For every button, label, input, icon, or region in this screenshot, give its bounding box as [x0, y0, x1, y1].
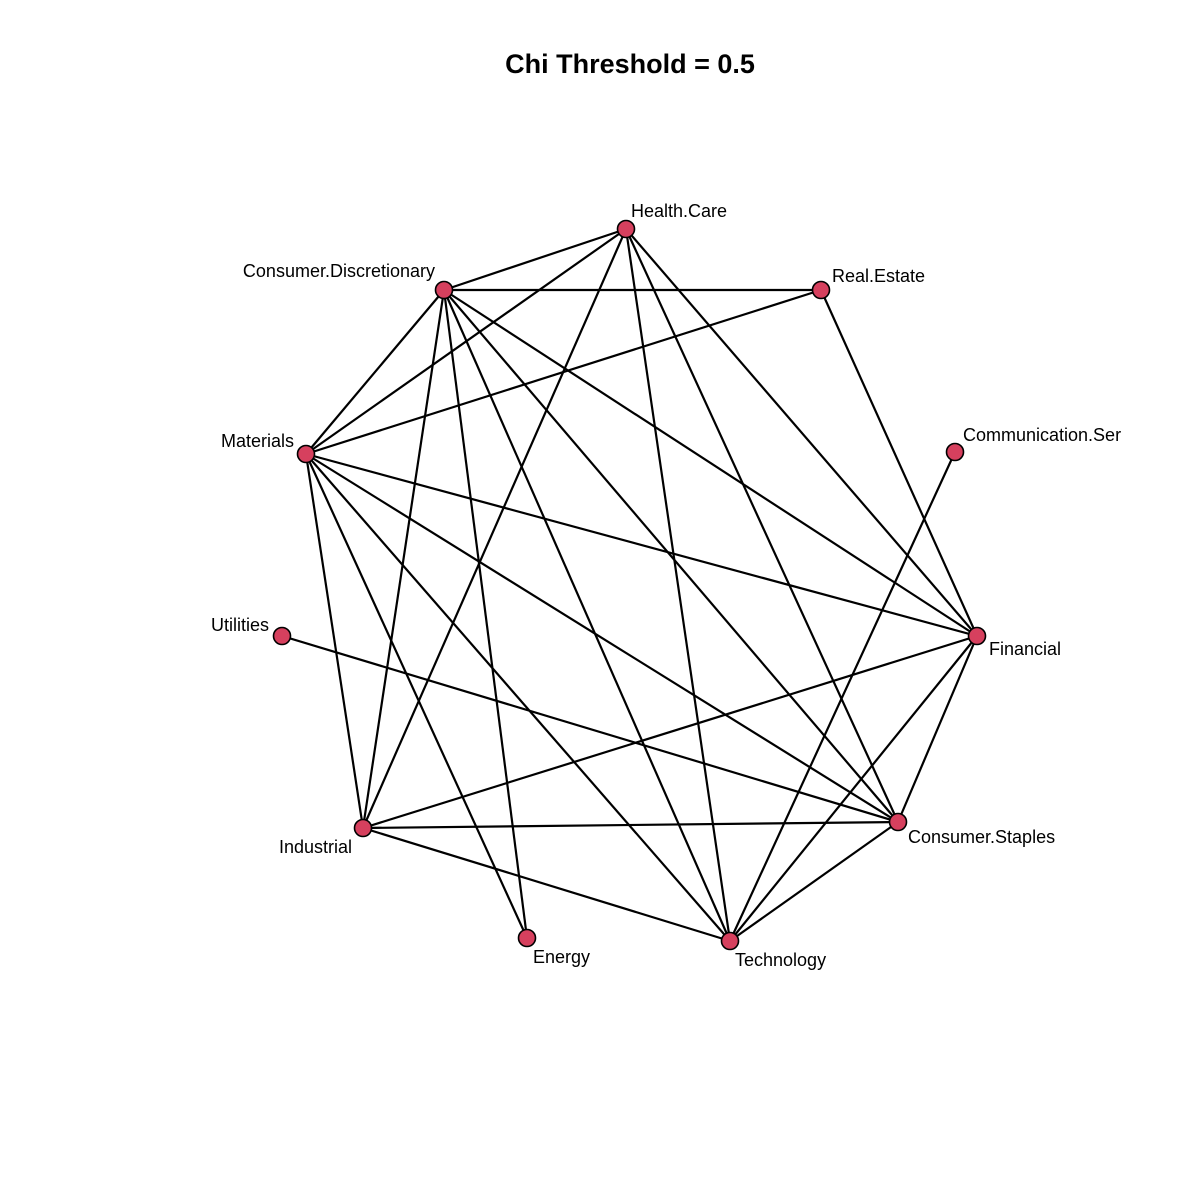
edge-industrial-financial — [362, 634, 978, 830]
chart-title: Chi Threshold = 0.5 — [505, 49, 755, 79]
node-label-financial: Financial — [989, 639, 1061, 659]
edge-consumer_discretionary-materials — [305, 289, 445, 455]
node-label-utilities: Utilities — [211, 615, 269, 635]
node-materials — [296, 444, 316, 464]
node-label-health_care: Health.Care — [631, 201, 727, 221]
edge-health_care-consumer_staples — [625, 228, 899, 823]
node-health_care — [616, 219, 636, 239]
edge-materials-industrial — [304, 453, 365, 829]
edge-real_estate-financial — [819, 289, 979, 637]
node-technology — [720, 931, 740, 951]
edge-consumer_discretionary-financial — [443, 289, 978, 637]
edge-financial-technology — [729, 635, 978, 942]
node-label-industrial: Industrial — [279, 837, 352, 857]
edge-materials-financial — [305, 452, 978, 638]
edge-utilities-consumer_staples — [281, 634, 899, 824]
edge-materials-technology — [305, 453, 731, 942]
edge-real_estate-materials — [305, 288, 822, 456]
edge-consumer_discretionary-consumer_staples — [443, 289, 899, 823]
node-consumer_discretionary — [434, 280, 454, 300]
node-consumer_staples — [888, 812, 908, 832]
node-label-real_estate: Real.Estate — [832, 266, 925, 286]
edge-communication-technology — [729, 451, 956, 942]
edge-health_care-materials — [305, 228, 627, 455]
edge-financial-consumer_staples — [896, 635, 979, 823]
edge-materials-energy — [304, 453, 529, 939]
edge-materials-consumer_staples — [305, 453, 899, 823]
edge-consumer_discretionary-industrial — [361, 289, 446, 829]
node-layer — [272, 219, 987, 951]
edge-health_care-industrial — [361, 228, 628, 829]
edge-industrial-consumer_staples — [362, 820, 899, 830]
edge-layer — [281, 227, 979, 943]
node-industrial — [353, 818, 373, 838]
edge-consumer_discretionary-energy — [442, 289, 529, 939]
node-energy — [517, 928, 537, 948]
node-label-consumer_discretionary: Consumer.Discretionary — [243, 261, 435, 281]
edge-consumer_discretionary-health_care — [443, 227, 627, 292]
node-label-communication: Communication.Ser — [963, 425, 1121, 445]
node-label-materials: Materials — [221, 431, 294, 451]
edge-health_care-financial — [625, 228, 978, 637]
edge-industrial-technology — [362, 826, 731, 943]
node-financial — [967, 626, 987, 646]
label-layer: Health.CareReal.EstateCommunication.SerF… — [211, 201, 1121, 970]
edge-consumer_discretionary-technology — [442, 289, 732, 942]
edge-consumer_staples-technology — [729, 821, 899, 942]
node-real_estate — [811, 280, 831, 300]
node-label-technology: Technology — [735, 950, 826, 970]
node-label-consumer_staples: Consumer.Staples — [908, 827, 1055, 847]
node-communication — [945, 442, 965, 462]
node-utilities — [272, 626, 292, 646]
node-label-energy: Energy — [533, 947, 590, 967]
